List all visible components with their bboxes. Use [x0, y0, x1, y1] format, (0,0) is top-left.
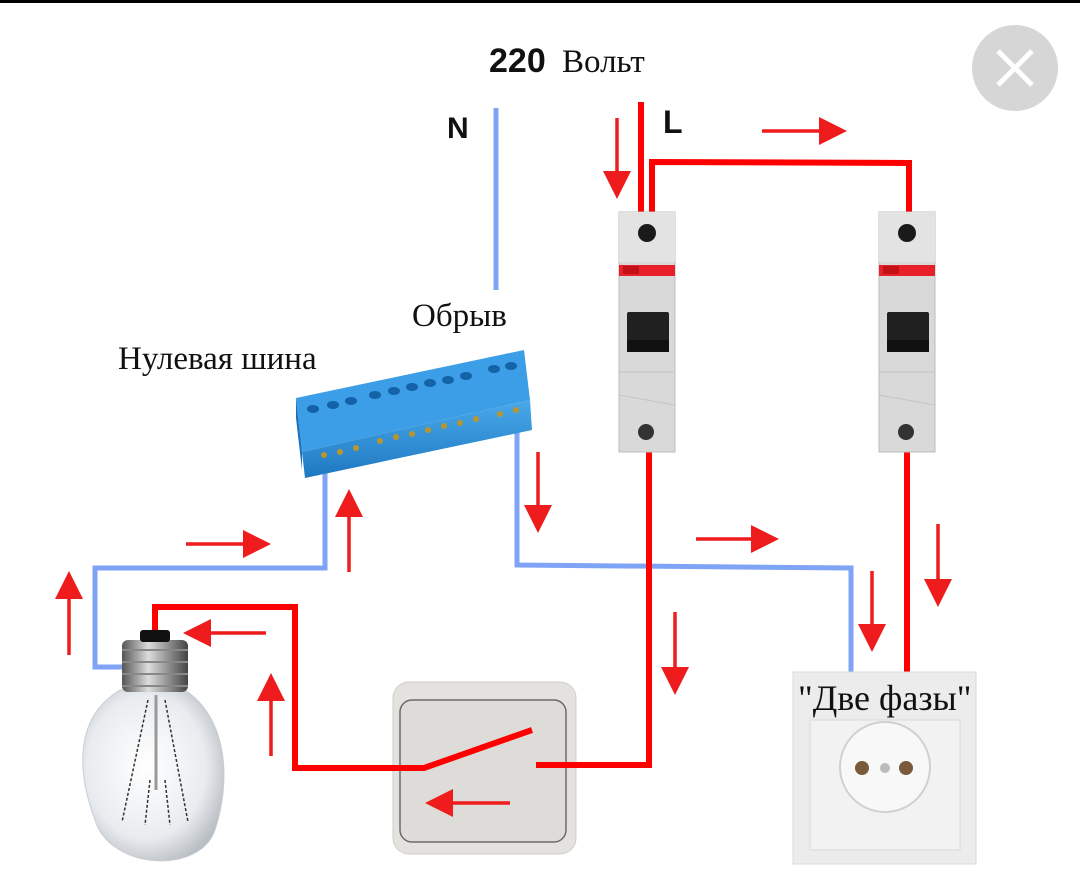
power-socket[interactable]: [792, 671, 977, 865]
top-bar: [0, 0, 1080, 3]
socket-note-label: "Две фазы": [798, 678, 972, 718]
switch-lever-wire: [380, 727, 533, 771]
socket-hole: [855, 761, 869, 775]
light-bulb[interactable]: [82, 630, 225, 862]
brand-stripe: [879, 265, 935, 276]
terminal-screw-icon: [638, 424, 654, 440]
neutral-label: N: [447, 112, 469, 145]
terminal-screw-icon: [898, 424, 914, 440]
neutral-socket-wire: [514, 428, 854, 672]
current-arrows: [55, 117, 952, 817]
socket-hole: [899, 761, 913, 775]
terminal-screw-icon: [898, 224, 916, 242]
voltage-unit: Вольт: [562, 44, 645, 80]
switch-contacts: [380, 727, 592, 771]
voltage-value: 220: [489, 42, 546, 80]
breaker-bridge-wire: [649, 158, 912, 212]
circuit-breaker-1[interactable]: [618, 211, 676, 453]
neutral-bus-label: Нулевая шина: [118, 341, 317, 377]
socket-screw: [880, 763, 890, 773]
close-button[interactable]: [972, 25, 1058, 111]
neutral-bus-bar[interactable]: [296, 350, 532, 478]
phase-wires: [152, 102, 912, 771]
neutral-wires: [92, 108, 854, 672]
close-icon: [996, 49, 1034, 87]
brand-stripe: [619, 265, 675, 276]
terminal-screw-icon: [638, 224, 656, 242]
neutral-lamp-wire: [92, 455, 328, 670]
lamp-base: [122, 640, 188, 692]
line-label: L: [663, 104, 683, 140]
circuit-breaker-2[interactable]: [878, 211, 936, 453]
break-label: Обрыв: [412, 298, 507, 334]
